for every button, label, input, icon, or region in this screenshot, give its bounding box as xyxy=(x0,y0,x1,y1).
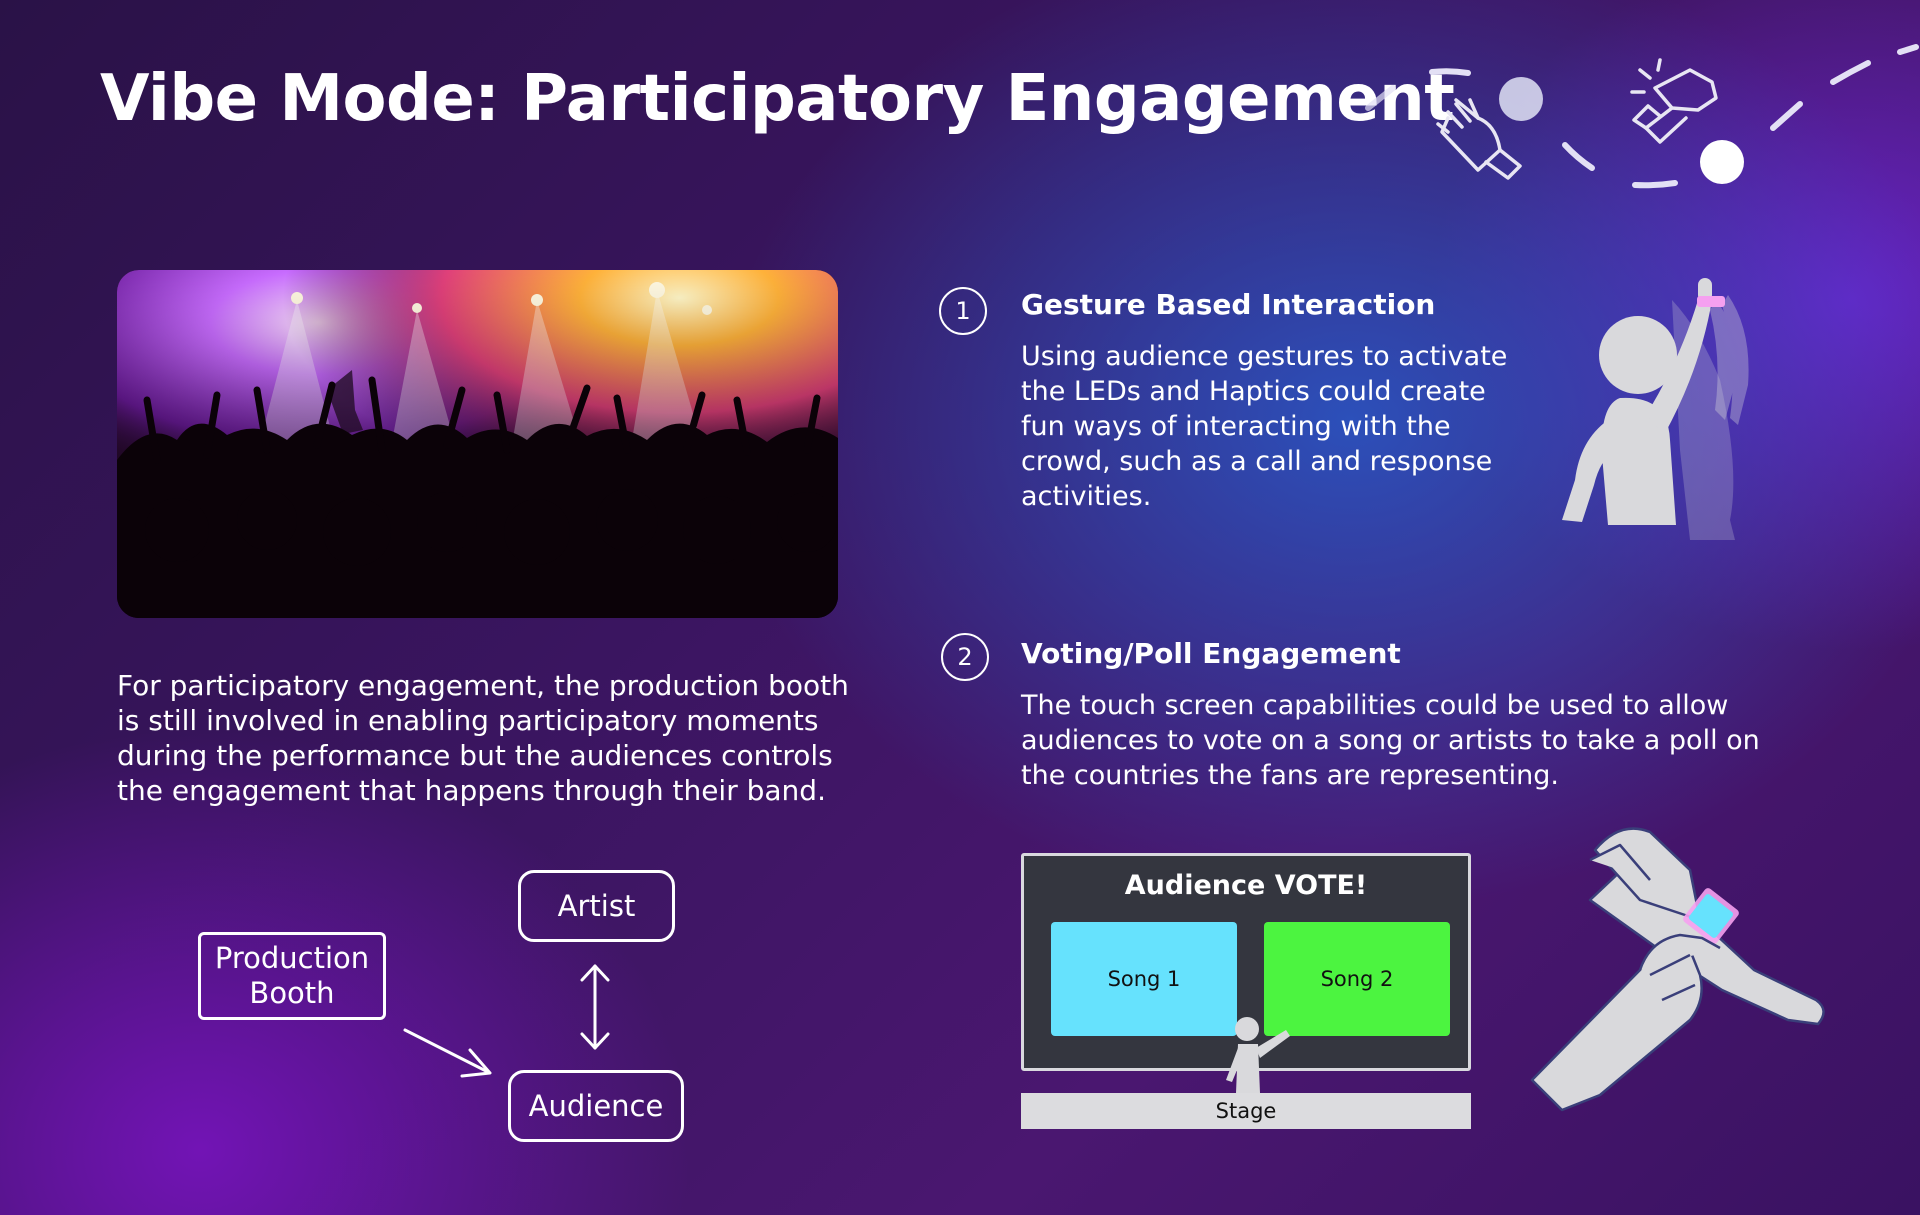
vote-screen: Audience VOTE! Song 1 Song 2 xyxy=(1021,853,1471,1071)
flow-node-audience: Audience xyxy=(508,1070,684,1142)
flow-node-artist: Artist xyxy=(518,870,675,942)
feature-number-1: 1 xyxy=(939,287,987,335)
feature-description-voting: The touch screen capabilities could be u… xyxy=(1021,690,1760,791)
orb-small xyxy=(1700,140,1744,184)
orb-large xyxy=(1499,77,1543,121)
fist-bump-icon xyxy=(1630,58,1718,144)
vote-option-song-2[interactable]: Song 2 xyxy=(1264,922,1450,1036)
intro-paragraph: For participatory engagement, the produc… xyxy=(117,669,849,807)
vote-screen-title: Audience VOTE! xyxy=(1124,870,1368,901)
concert-photo xyxy=(117,270,838,618)
stage-label: Stage xyxy=(1021,1093,1471,1129)
feature-heading-voting: Voting/Poll Engagement xyxy=(1021,637,1401,670)
flow-node-production-booth: Production Booth xyxy=(198,932,386,1020)
feature-heading-gesture: Gesture Based Interaction xyxy=(1021,288,1436,321)
wristband-1 xyxy=(1697,296,1725,307)
feature-number-2: 2 xyxy=(941,633,989,681)
page-title: Vibe Mode: Participatory Engagement xyxy=(100,62,1455,136)
feature-description-gesture: Using audience gestures to activate the … xyxy=(1021,341,1508,512)
arrow-booth-audience xyxy=(403,1028,490,1074)
vote-option-song-1[interactable]: Song 1 xyxy=(1051,922,1237,1036)
